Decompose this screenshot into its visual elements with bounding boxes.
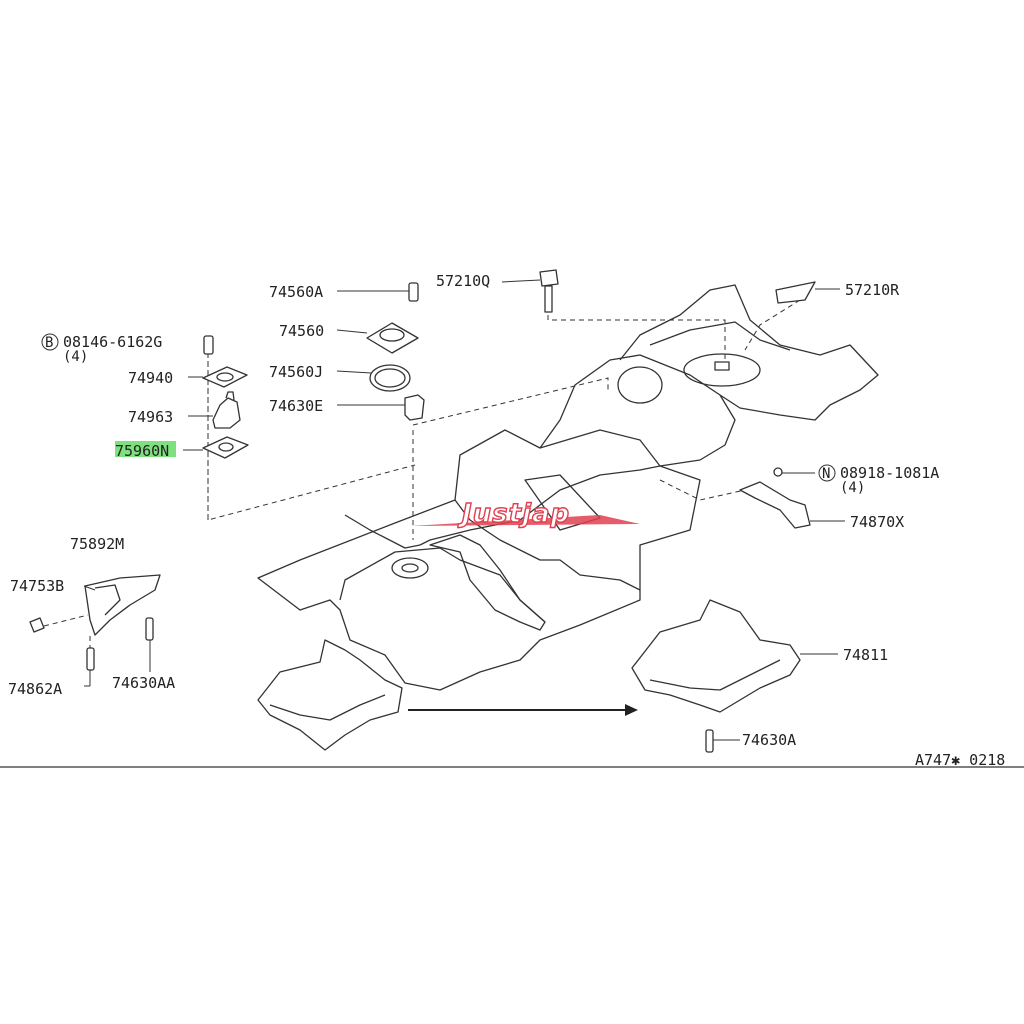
shifter-boot-stack <box>202 335 249 459</box>
label-57210Q: 57210Q <box>436 272 490 290</box>
label-leader-lines <box>83 279 845 741</box>
frame-code: A747✱ 0218 <box>915 751 1005 769</box>
right-bracket <box>739 467 811 529</box>
watermark-text: Justjap <box>457 499 570 529</box>
label-75960N: 75960N <box>115 442 169 460</box>
label-74811: 74811 <box>843 646 888 664</box>
label-74870X: 74870X <box>850 513 904 531</box>
symbol-b: B <box>45 335 53 351</box>
symbol-n: N <box>822 466 830 482</box>
assembly-leader-lines <box>207 299 801 540</box>
floor-panel-assembly <box>257 284 879 691</box>
under-covers <box>257 599 801 753</box>
label-74630E: 74630E <box>269 397 323 415</box>
label-08146-6162G: 08146-6162G <box>63 333 162 351</box>
label-74560: 74560 <box>279 322 324 340</box>
label-74630A: 74630A <box>742 731 796 749</box>
label-74862A: 74862A <box>8 680 62 698</box>
left-bracket-parts <box>29 574 161 671</box>
label-08146-qty: (4) <box>63 349 88 365</box>
label-08918-1081A: 08918-1081A <box>840 464 939 482</box>
symbol-b-circle <box>41 333 59 351</box>
label-57210R: 57210R <box>845 281 900 299</box>
label-74753B: 74753B <box>10 577 64 595</box>
label-74963: 74963 <box>128 408 173 426</box>
label-08918-qty: (4) <box>840 480 865 496</box>
label-74940: 74940 <box>128 369 173 387</box>
symbol-n-circle <box>818 464 836 482</box>
part-labels: 74560A 74560 74560J 74630E 57210Q 57210R… <box>8 272 1005 769</box>
label-74630AA: 74630AA <box>112 674 175 692</box>
top-center-parts <box>366 269 816 421</box>
label-75892M: 75892M <box>70 535 124 553</box>
label-74560J: 74560J <box>269 363 323 381</box>
justjap-watermark: Justjap <box>410 498 640 530</box>
highlight-75960N <box>115 441 176 457</box>
label-74560A: 74560A <box>269 283 323 301</box>
